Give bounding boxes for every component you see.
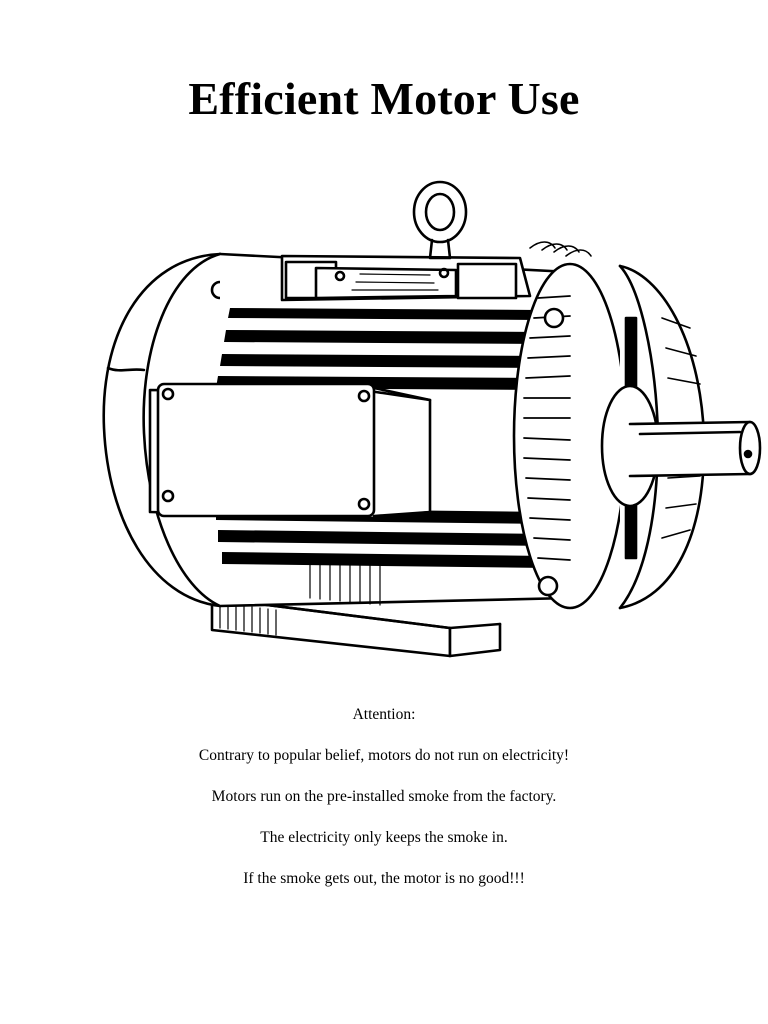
notice-line: If the smoke gets out, the motor is no g… [243,870,525,887]
notice-line: The electricity only keeps the smoke in. [260,829,508,846]
attention-notice: Attention: Contrary to popular belief, m… [0,705,768,910]
electric-motor-icon [102,180,762,658]
page-title: Efficient Motor Use [188,73,580,124]
notice-line: Motors run on the pre-installed smoke fr… [211,788,557,805]
notice-heading: Attention: [352,706,416,723]
notice-line: Contrary to popular belief, motors do no… [198,747,570,764]
